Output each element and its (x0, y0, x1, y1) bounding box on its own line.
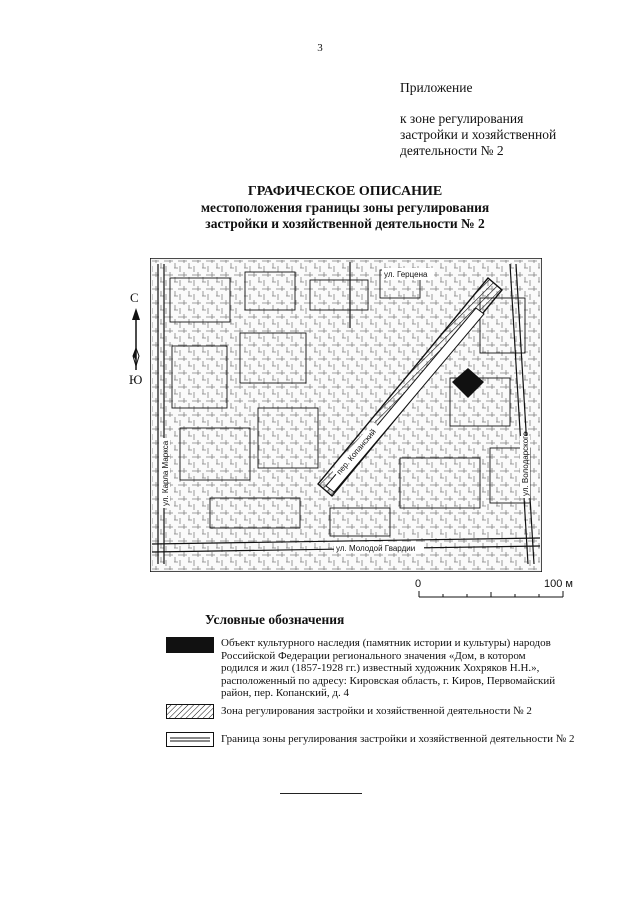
street-label-right: ул. Володарского (521, 431, 530, 496)
document-heading: ГРАФИЧЕСКОЕ ОПИСАНИЕ местоположения гран… (150, 184, 540, 232)
compass-north-label: С (130, 290, 139, 305)
legend-title: Условные обозначения (205, 612, 345, 627)
double-line-swatch-icon (166, 732, 214, 747)
scale-ruler-icon (418, 591, 564, 598)
compass-south-label: Ю (129, 372, 143, 387)
appendix-line: деятельности № 2 (400, 143, 504, 158)
appendix-title: Приложение (400, 80, 473, 95)
hatched-swatch-icon (166, 704, 214, 719)
compass: С Ю (126, 290, 148, 390)
legend-text-heritage: Объект культурного наследия (памятник ис… (221, 637, 556, 699)
heading-line-2: местоположения границы зоны регулировани… (200, 200, 490, 215)
footer-divider (280, 793, 362, 794)
heading-line-1: ГРАФИЧЕСКОЕ ОПИСАНИЕ (247, 184, 443, 199)
heading-line-3: застройки и хозяйственной деятельности №… (205, 216, 485, 231)
map-scale-bar: 0 100 м (413, 578, 573, 608)
legend-text-zone: Зона регулирования застройки и хозяйстве… (221, 705, 532, 717)
appendix-line: застройки и хозяйственной (400, 127, 557, 142)
page-number: 3 (317, 42, 323, 54)
legend-text-boundary: Граница зоны регулирования застройки и х… (221, 733, 575, 745)
zone-map: ул. Герцена пер. Копанский ул. Карла Мар… (150, 258, 542, 572)
appendix-line: к зоне регулирования (400, 111, 524, 126)
street-label-molodoy-gvardii: ул. Молодой Гвардии (336, 544, 415, 553)
scale-max-label: 100 м (544, 578, 573, 590)
appendix-block: Приложение к зоне регулирования застройк… (400, 80, 600, 159)
street-label-karla-marksa: ул. Карла Маркса (161, 440, 170, 506)
solid-black-swatch-icon (166, 637, 214, 653)
compass-arrow-icon (132, 308, 140, 370)
street-label-gertsena: ул. Герцена (384, 270, 428, 279)
heritage-object-marker (452, 368, 484, 398)
scale-zero-label: 0 (415, 578, 422, 590)
